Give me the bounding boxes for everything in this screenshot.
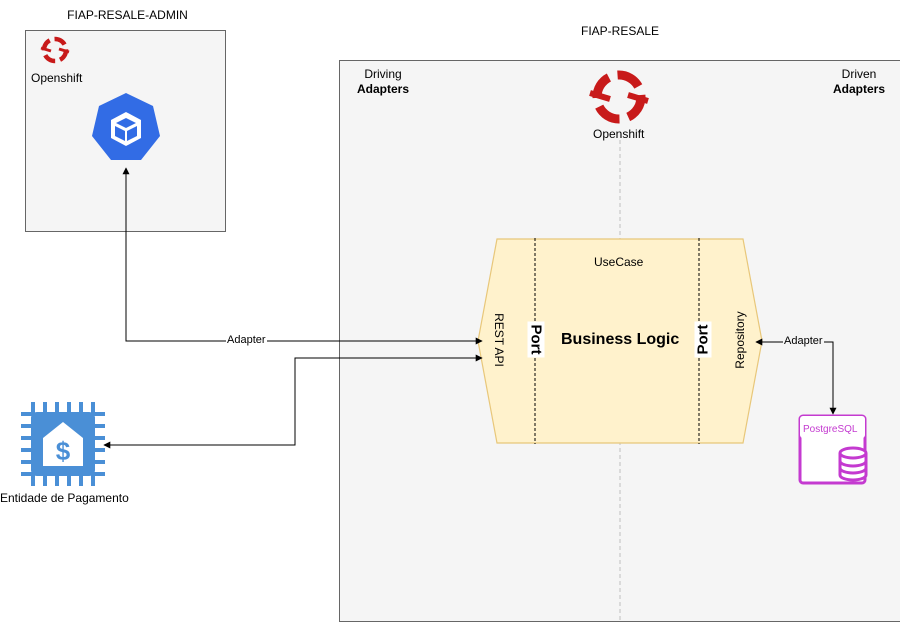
rest-api-label: REST API <box>492 313 506 367</box>
driving-adapters-label: Driving Adapters <box>348 67 418 97</box>
admin-adapter-edge <box>122 167 483 345</box>
openshift-icon-large <box>589 70 649 124</box>
repository-label: Repository <box>733 311 747 369</box>
postgresql-icon <box>798 414 868 485</box>
admin-adapter-edge-label: Adapter <box>226 334 267 346</box>
postgresql-text: PostgreSQL <box>803 424 858 435</box>
driving-label-line1: Driving <box>364 67 402 81</box>
business-logic-label: Business Logic <box>561 331 680 348</box>
kubernetes-icon <box>92 93 160 160</box>
right-port-label: Port <box>694 321 712 358</box>
driven-adapters-label: Driven Adapters <box>824 67 894 97</box>
resale-group-title: FIAP-RESALE <box>580 24 660 38</box>
db-adapter-edge <box>755 338 837 415</box>
openshift-icon-small <box>40 36 70 64</box>
payment-entity-label: Entidade de Pagamento <box>0 491 129 505</box>
payment-chip-icon: $ <box>21 402 105 486</box>
usecase-label: UseCase <box>594 255 644 269</box>
db-adapter-edge-label: Adapter <box>783 335 824 347</box>
svg-text:$: $ <box>56 436 71 466</box>
driving-label-line2: Adapters <box>356 82 409 96</box>
left-port-label: Port <box>527 321 545 358</box>
driven-label-line2: Adapters <box>832 82 885 96</box>
admin-group-title: FIAP-RESALE-ADMIN <box>67 8 188 22</box>
admin-openshift-label: Openshift <box>31 71 83 85</box>
payment-edge <box>103 354 483 449</box>
resale-openshift-label: Openshift <box>593 127 645 141</box>
driven-label-line1: Driven <box>841 67 877 81</box>
